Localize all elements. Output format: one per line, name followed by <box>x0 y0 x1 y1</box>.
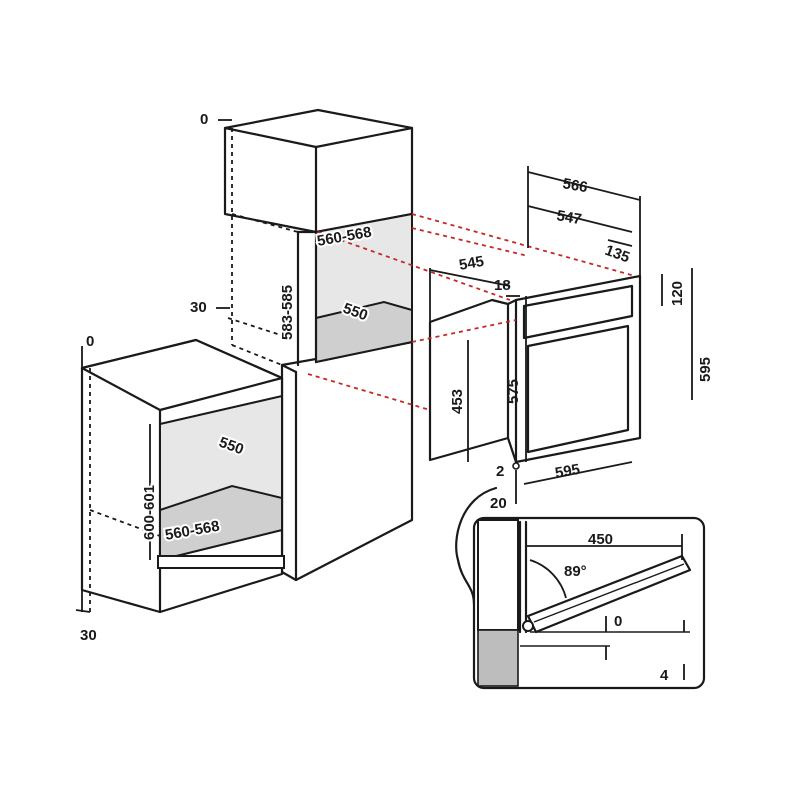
alignment-lines <box>307 213 636 411</box>
tall-side-offset-label: 30 <box>190 299 207 316</box>
base-bottom-offset-label: 30 <box>80 627 97 644</box>
door-gap-bottom-label: 4 <box>660 667 669 684</box>
base-niche-height-label: 600-601 <box>141 485 158 540</box>
base-cabinet-top <box>80 338 284 412</box>
oven-body-depth-label: 547 <box>555 207 583 228</box>
oven-width-label: 595 <box>554 461 582 482</box>
dimension-lines <box>75 119 693 613</box>
oven-cavity-height-label: 453 <box>449 389 466 414</box>
base-cabinet <box>80 338 285 614</box>
door-gap-top-label: 0 <box>614 613 622 630</box>
oven-control-panel <box>522 284 634 340</box>
oven-body-side <box>428 298 510 462</box>
oven-panel-height-label: 120 <box>669 281 686 306</box>
oven-gap-label: 2 <box>496 463 504 480</box>
oven-total-height-label: 595 <box>697 357 714 382</box>
oven-total-depth-label: 566 <box>561 175 589 196</box>
oven-front-offset-label: 18 <box>494 277 511 294</box>
base-top-clearance-label: 0 <box>86 333 94 350</box>
tall-cabinet-lower-block <box>280 340 414 582</box>
oven-body-height-label: 575 <box>505 379 522 404</box>
door-open-depth-label: 450 <box>588 531 613 548</box>
oven-door-thickness-label: 20 <box>490 495 507 512</box>
inset-shelf <box>477 629 519 687</box>
door-open-angle-label: 89° <box>564 563 587 580</box>
oven-door <box>526 324 630 454</box>
oven <box>428 274 642 464</box>
tall-niche-height-label: 583-585 <box>279 285 296 340</box>
tall-cabinet-top-block <box>223 108 414 234</box>
door-detail-inset <box>455 462 706 690</box>
oven-side-depth-label: 545 <box>458 253 486 274</box>
tall-top-clearance-label: 0 <box>200 111 208 128</box>
